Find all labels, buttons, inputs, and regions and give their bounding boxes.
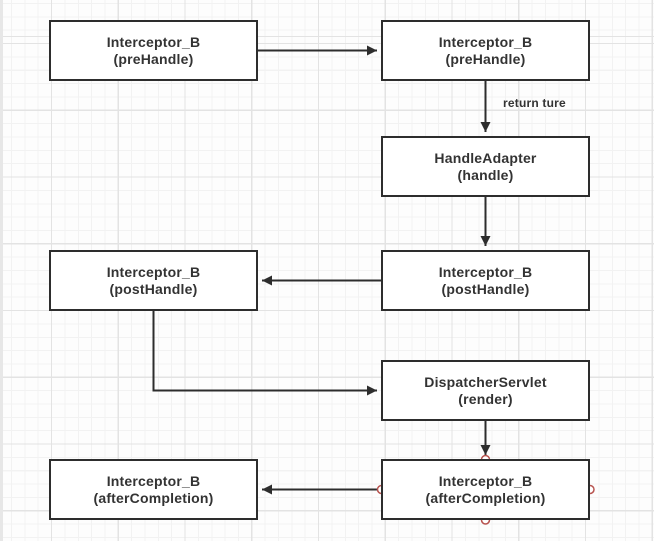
node-label-line2: (handle) — [457, 166, 514, 183]
edge-label-return-true[interactable]: return ture — [503, 96, 566, 110]
node-interceptor-b-prehandle-right[interactable]: Interceptor_B (preHandle) — [381, 20, 590, 81]
node-label-line2: (preHandle) — [445, 50, 526, 67]
node-label-line1: Interceptor_B — [106, 263, 201, 280]
node-label-line1: Interceptor_B — [106, 472, 201, 489]
node-label-line2: (preHandle) — [113, 50, 194, 67]
node-label-line1: Interceptor_B — [438, 33, 533, 50]
node-dispatcherservlet-render[interactable]: DispatcherServlet (render) — [381, 360, 590, 421]
node-label-line1: Interceptor_B — [438, 263, 533, 280]
node-handleadapter-handle[interactable]: HandleAdapter (handle) — [381, 136, 590, 197]
node-label-line2: (postHandle) — [441, 280, 530, 297]
node-interceptor-b-posthandle-right[interactable]: Interceptor_B (postHandle) — [381, 250, 590, 311]
node-label-line1: DispatcherServlet — [424, 373, 547, 390]
node-label-line1: HandleAdapter — [434, 149, 537, 166]
node-label-line2: (postHandle) — [109, 280, 198, 297]
node-label-line1: Interceptor_B — [106, 33, 201, 50]
edge-posthandle-to-dispatcherservlet[interactable] — [152, 311, 378, 396]
node-label-line2: (afterCompletion) — [93, 489, 214, 506]
node-label-line1: Interceptor_B — [438, 472, 533, 489]
node-interceptor-b-prehandle-left[interactable]: Interceptor_B (preHandle) — [49, 20, 258, 81]
canvas-left-edge — [0, 0, 3, 541]
node-label-line2: (render) — [458, 390, 513, 407]
node-interceptor-b-aftercompletion-left[interactable]: Interceptor_B (afterCompletion) — [49, 459, 258, 520]
node-label-line2: (afterCompletion) — [425, 489, 546, 506]
node-interceptor-b-posthandle-left[interactable]: Interceptor_B (postHandle) — [49, 250, 258, 311]
node-interceptor-b-aftercompletion-right[interactable]: Interceptor_B (afterCompletion) — [381, 459, 590, 520]
